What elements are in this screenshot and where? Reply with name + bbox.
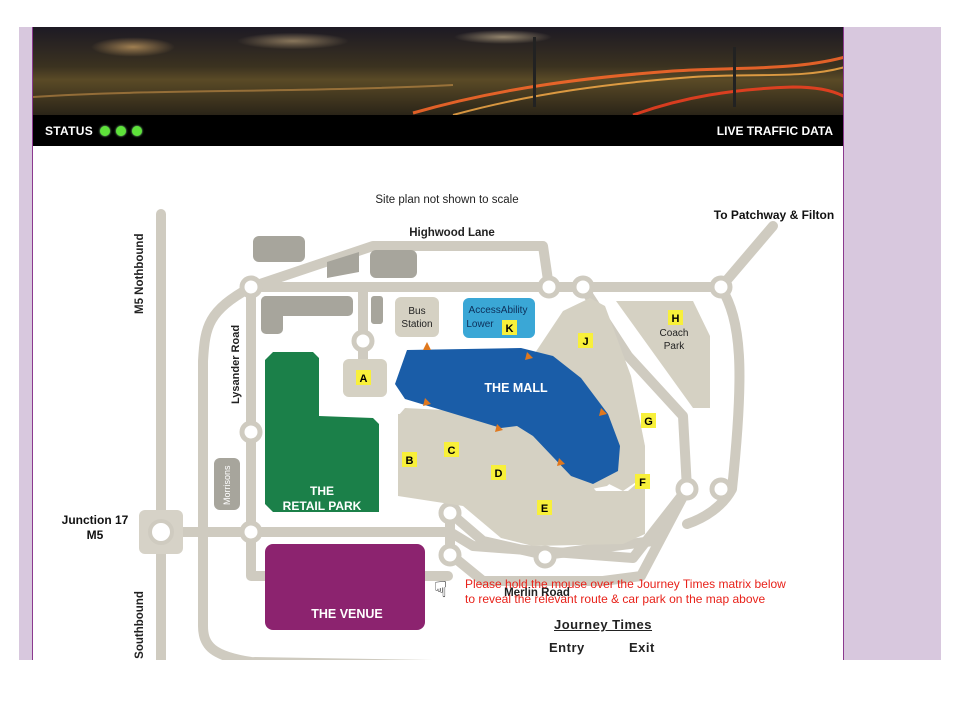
svg-text:G: G — [644, 416, 653, 428]
accessability-lower-area — [463, 298, 535, 338]
retail-park-label-2: RETAIL PARK — [283, 499, 362, 513]
car-park-a[interactable]: A — [356, 370, 371, 385]
m5-southbound-label: M5 Southbound — [134, 591, 146, 660]
patchway-filton-label: To Patchway & Filton — [714, 208, 834, 222]
morrisons-label: Morrisons — [222, 465, 232, 505]
merlin-road-label: Merlin Road — [504, 587, 570, 599]
instructions-line-1: Please hold the mouse over the Journey T… — [465, 577, 786, 591]
pointing-hand-icon: ☟ — [434, 577, 448, 602]
bus-station-label-2: Station — [401, 319, 432, 330]
page-frame: STATUS LIVE TRAFFIC DATA — [32, 27, 844, 660]
left-background-strip — [19, 27, 32, 660]
journey-exit-header[interactable]: Exit — [629, 640, 655, 655]
right-background-strip — [844, 27, 941, 660]
accessability-label-1: AccessAbility — [469, 305, 528, 316]
mall-entrance-markers — [423, 342, 607, 466]
status-bar: STATUS LIVE TRAFFIC DATA — [33, 115, 843, 146]
car-park-g[interactable]: G — [641, 413, 656, 428]
car-park-f[interactable]: F — [635, 474, 650, 489]
the-mall-label: THE MALL — [484, 381, 548, 395]
journey-instructions: Please hold the mouse over the Journey T… — [465, 577, 786, 607]
coach-park-label-1: Coach — [660, 328, 689, 339]
car-park-c[interactable]: C — [444, 442, 459, 457]
map-labels: Site plan not shown to scale Highwood La… — [62, 194, 835, 660]
svg-text:B: B — [406, 455, 414, 467]
car-park-b[interactable]: B — [402, 452, 417, 467]
highwood-lane-label: Highwood Lane — [409, 227, 495, 239]
car-park-letter-tags: A B C D E F G H J K — [356, 310, 683, 515]
svg-text:J: J — [582, 336, 588, 348]
svg-text:D: D — [495, 468, 503, 480]
car-park-j[interactable]: J — [578, 333, 593, 348]
car-park-e[interactable]: E — [537, 500, 552, 515]
grey-buildings — [214, 236, 417, 510]
coach-park-label-2: Park — [664, 341, 686, 352]
svg-text:A: A — [360, 373, 368, 385]
car-park-d[interactable]: D — [491, 465, 506, 480]
svg-text:H: H — [672, 313, 680, 325]
retail-park-label-1: THE — [310, 484, 334, 498]
the-venue-label: THE VENUE — [311, 607, 383, 621]
svg-text:C: C — [448, 445, 456, 457]
roundabouts — [239, 275, 733, 569]
the-retail-park-area — [265, 352, 379, 512]
status-light-1 — [100, 126, 110, 136]
junction-m5-label: M5 — [87, 528, 104, 542]
scale-note: Site plan not shown to scale — [375, 194, 518, 206]
header-night-road-photo — [33, 27, 843, 115]
status-label: STATUS — [45, 124, 94, 138]
lysander-road-label: Lysander Road — [230, 325, 242, 404]
car-park-k[interactable]: K — [502, 320, 517, 335]
live-traffic-data-link[interactable]: LIVE TRAFFIC DATA — [716, 124, 833, 138]
m5-northbound-label: M5 Nothbound — [134, 234, 146, 314]
banner-light-trails — [33, 37, 843, 115]
instructions-line-2: to reveal the relevant route & car park … — [465, 592, 766, 606]
status-light-2 — [116, 126, 126, 136]
junction-17-label: Junction 17 — [62, 513, 129, 527]
journey-entry-header[interactable]: Entry — [549, 640, 585, 655]
svg-text:F: F — [639, 477, 646, 489]
status-light-3 — [132, 126, 142, 136]
site-plan-map: Site plan not shown to scale Highwood La… — [62, 194, 835, 660]
the-venue-area — [265, 544, 425, 630]
accessability-label-2: Lower — [466, 319, 494, 330]
svg-text:E: E — [541, 503, 548, 515]
journey-times-title: Journey Times — [554, 617, 653, 632]
svg-text:K: K — [506, 323, 514, 335]
bus-station-label-1: Bus — [408, 306, 425, 317]
the-mall-area — [395, 348, 620, 484]
car-park-h[interactable]: H — [668, 310, 683, 325]
